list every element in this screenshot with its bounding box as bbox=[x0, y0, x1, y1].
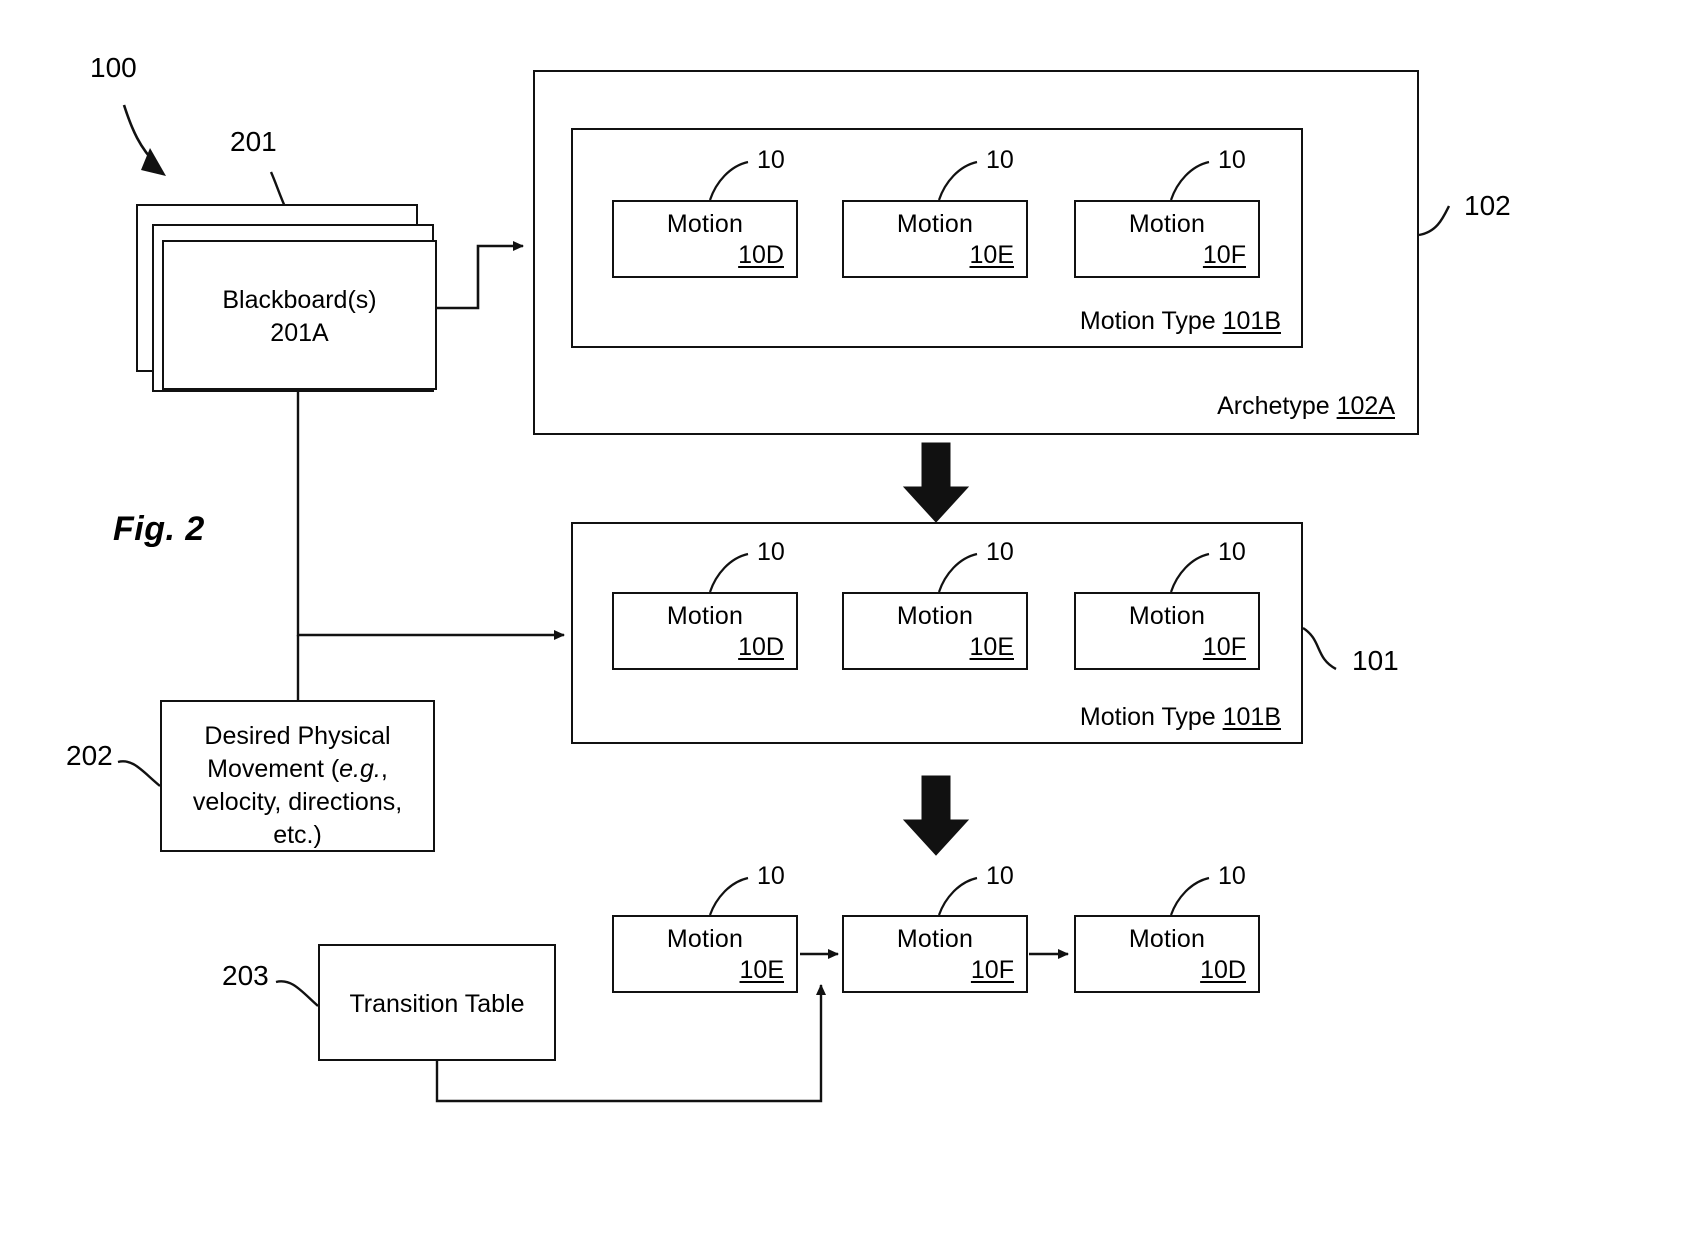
archetype-caption-text: Archetype bbox=[1217, 392, 1337, 420]
motion-box-middle-3-id: 10F bbox=[1202, 633, 1246, 661]
motion-box-middle-1-label: Motion bbox=[666, 602, 744, 630]
motion-box-middle-2-id: 10E bbox=[969, 633, 1014, 661]
desired-movement-ref-leader bbox=[117, 760, 161, 787]
motion-box-middle-2-label: Motion bbox=[896, 602, 974, 630]
blackboard-label-line1: Blackboard(s) bbox=[222, 286, 377, 314]
blackboard-label-line2: 201A bbox=[270, 319, 329, 347]
transition-table-ref-leader bbox=[275, 980, 319, 1007]
desired-movement-line2: Movement (e.g., bbox=[162, 753, 433, 786]
blackboard-to-motion-type-middle-line bbox=[296, 390, 565, 640]
desired-movement-line2-emphasis: e.g. bbox=[339, 755, 381, 783]
blackboard-to-archetype-arrow bbox=[437, 241, 524, 310]
motion-box-middle-2[interactable]: Motion 10E bbox=[842, 592, 1028, 670]
desired-movement-line4: etc.) bbox=[273, 821, 322, 849]
motion-box-sequence-1-id: 10E bbox=[739, 956, 784, 984]
archetype-caption: Archetype 102A bbox=[1217, 392, 1395, 421]
motion-box-sequence-1[interactable]: Motion 10E bbox=[612, 915, 798, 993]
motion-box-top-3-id: 10F bbox=[1202, 241, 1246, 269]
motion-box-sequence-3-label: Motion bbox=[1128, 925, 1206, 953]
ref-10-middle-1: 10 bbox=[757, 538, 785, 566]
ref-10-middle-2: 10 bbox=[986, 538, 1014, 566]
ref-100: 100 bbox=[90, 52, 137, 83]
motion-box-top-3[interactable]: Motion 10F bbox=[1074, 200, 1260, 278]
ref-10-sequence-3: 10 bbox=[1218, 862, 1246, 890]
motion-box-sequence-2-label: Motion bbox=[896, 925, 974, 953]
motion-type-top-caption-text: Motion Type bbox=[1079, 307, 1223, 335]
ref-10-top-1: 10 bbox=[757, 146, 785, 174]
desired-movement-line2-post: , bbox=[380, 755, 388, 783]
motion-box-top-1-label: Motion bbox=[666, 210, 744, 238]
blackboard-box[interactable]: Blackboard(s) 201A bbox=[162, 240, 437, 390]
ref-203: 203 bbox=[222, 960, 269, 991]
desired-physical-movement-box[interactable]: Desired Physical Movement (e.g., velocit… bbox=[160, 700, 435, 852]
desired-movement-line1: Desired Physical bbox=[204, 722, 391, 750]
motion-type-middle-caption: Motion Type 101B bbox=[1080, 703, 1281, 732]
motion-box-middle-1-id: 10D bbox=[738, 633, 784, 661]
archetype-caption-ref: 102A bbox=[1336, 392, 1395, 420]
motion-type-middle-caption-ref: 101B bbox=[1222, 703, 1281, 731]
motion-box-sequence-3[interactable]: Motion 10D bbox=[1074, 915, 1260, 993]
motion-box-top-2[interactable]: Motion 10E bbox=[842, 200, 1028, 278]
ref-10-top-3: 10 bbox=[1218, 146, 1246, 174]
motion-box-middle-1[interactable]: Motion 10D bbox=[612, 592, 798, 670]
ref-10-sequence-1: 10 bbox=[757, 862, 785, 890]
ref-10-sequence-2: 10 bbox=[986, 862, 1014, 890]
desired-movement-line3: velocity, directions, bbox=[192, 788, 403, 816]
block-arrow-motiontype-to-sequence bbox=[902, 775, 970, 856]
motion-box-middle-3-label: Motion bbox=[1128, 602, 1206, 630]
motion-box-middle-3[interactable]: Motion 10F bbox=[1074, 592, 1260, 670]
ref-102: 102 bbox=[1464, 190, 1511, 221]
motion-box-sequence-2[interactable]: Motion 10F bbox=[842, 915, 1028, 993]
archetype-ref-leader bbox=[1418, 205, 1451, 237]
motion-type-middle-ref-leader bbox=[1302, 626, 1337, 671]
motion-box-top-3-label: Motion bbox=[1128, 210, 1206, 238]
motion-box-top-1-id: 10D bbox=[738, 241, 784, 269]
motion-type-middle-caption-text: Motion Type bbox=[1079, 703, 1223, 731]
transition-table-box[interactable]: Transition Table bbox=[318, 944, 556, 1061]
motion-box-sequence-2-id: 10F bbox=[970, 956, 1014, 984]
ref-101-middle: 101 bbox=[1352, 645, 1399, 676]
ref-10-middle-3: 10 bbox=[1218, 538, 1246, 566]
motion-box-sequence-3-id: 10D bbox=[1200, 956, 1246, 984]
system-ref-leader bbox=[122, 104, 166, 176]
motion-box-sequence-1-label: Motion bbox=[666, 925, 744, 953]
motion-box-top-2-id: 10E bbox=[969, 241, 1014, 269]
ref-10-top-2: 10 bbox=[986, 146, 1014, 174]
motion-type-top-caption-ref: 101B bbox=[1222, 307, 1281, 335]
figure-label: Fig. 2 bbox=[113, 510, 205, 548]
desired-movement-line2-pre: Movement ( bbox=[207, 755, 340, 783]
motion-box-top-1[interactable]: Motion 10D bbox=[612, 200, 798, 278]
block-arrow-archetype-to-motiontype bbox=[902, 442, 970, 523]
motion-type-top-caption: Motion Type 101B bbox=[1080, 307, 1281, 336]
transition-table-to-sequence-line bbox=[435, 984, 826, 1103]
transition-table-label: Transition Table bbox=[349, 990, 525, 1018]
ref-201: 201 bbox=[230, 126, 277, 157]
ref-202: 202 bbox=[66, 740, 113, 771]
motion-box-top-2-label: Motion bbox=[896, 210, 974, 238]
